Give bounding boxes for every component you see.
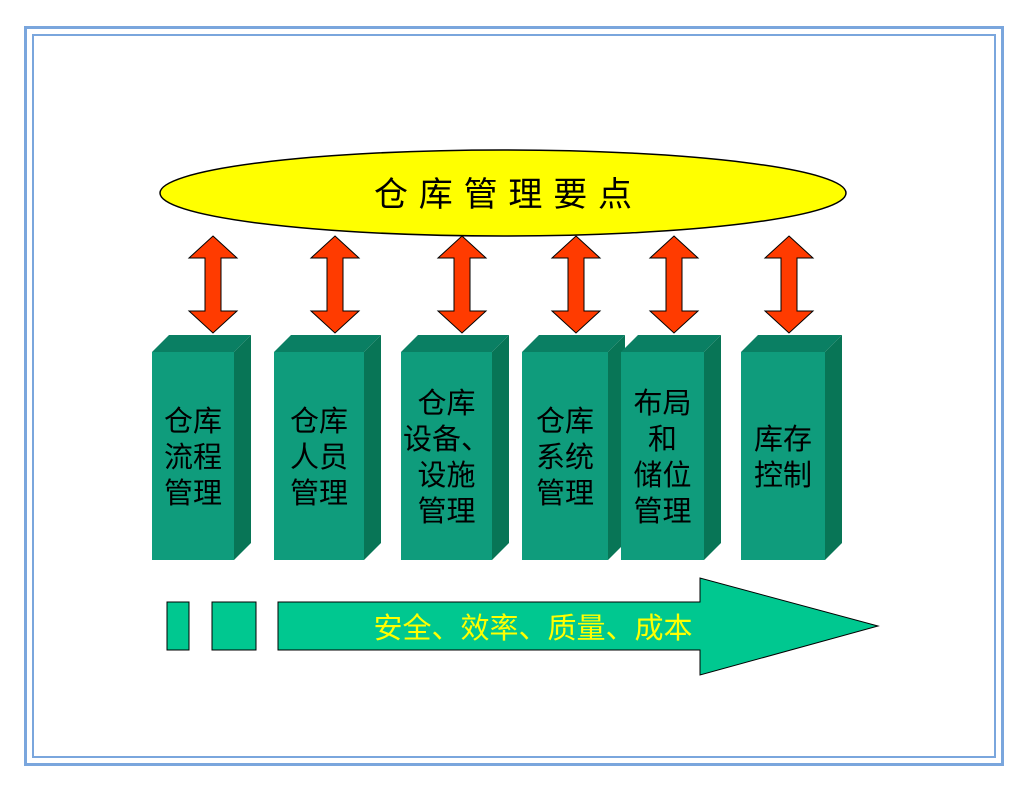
pillar-label-line: 管理 [417,494,475,528]
slide-border-inner [32,34,996,758]
pillar-top-face [152,335,251,352]
pillar-top-face [401,335,509,352]
pillar-label-line: 仓库 [164,404,222,438]
pillar-side-face [364,335,381,560]
double-arrow-3 [436,235,488,334]
diagram-title: 仓 库 管 理 要 点 [374,175,632,215]
pillar-top-face [274,335,381,352]
pillar-front-face [152,352,234,560]
pillar-label-line: 仓库 [417,386,475,420]
pillar-label-line: 管理 [633,494,691,528]
bottom-square-2 [211,601,257,651]
bottom-arrow [277,577,880,676]
pillar-front-face [741,352,825,560]
title-ellipse [159,149,847,237]
pillar-label-line: 库存 [754,422,812,456]
pillar-label-line: 设备、 [403,422,490,456]
pillar-front-face [522,352,608,560]
pillar-side-face [704,335,721,560]
pillar-side-face [492,335,509,560]
pillar-label-line: 控制 [754,458,812,492]
pillar-label-line: 系统 [536,440,594,474]
pillar-front-face [401,352,492,560]
bottom-arrow-group: 安全、效率、质量、成本 [166,577,880,676]
pillar-front-face [621,352,704,560]
pillar-label-line: 设施 [417,458,475,492]
pillar-label-line: 管理 [290,476,348,510]
double-arrow-1 [187,235,239,334]
pillar-top-face [741,335,842,352]
title-ellipse-group: 仓 库 管 理 要 点 [159,149,847,237]
slide-border-outer [24,26,1004,766]
connector-arrows [187,235,815,334]
bottom-square-1 [166,601,190,651]
pillar-top-face [621,335,721,352]
double-arrow-2 [309,235,361,334]
pillar-side-face [825,335,842,560]
pillar-top-face [522,335,625,352]
pillar-label-line: 流程 [164,440,222,474]
pillar-label-line: 仓库 [290,404,348,438]
pillar-front-face [274,352,364,560]
pillar-label-line: 管理 [164,476,222,510]
pillar-label-line: 仓库 [536,404,594,438]
pillar-label-line: 布局 [633,386,691,420]
pillar-side-face [608,335,625,560]
pillar-label-line: 和 [648,422,677,456]
double-arrow-4 [550,235,602,334]
pillar-label-line: 储位 [633,458,691,492]
pillar-side-face [234,335,251,560]
bottom-arrow-label: 安全、效率、质量、成本 [373,611,692,645]
pillar-label-line: 管理 [536,476,594,510]
double-arrow-5 [648,235,700,334]
double-arrow-6 [763,235,815,334]
pillar-label-line: 人员 [290,440,348,474]
